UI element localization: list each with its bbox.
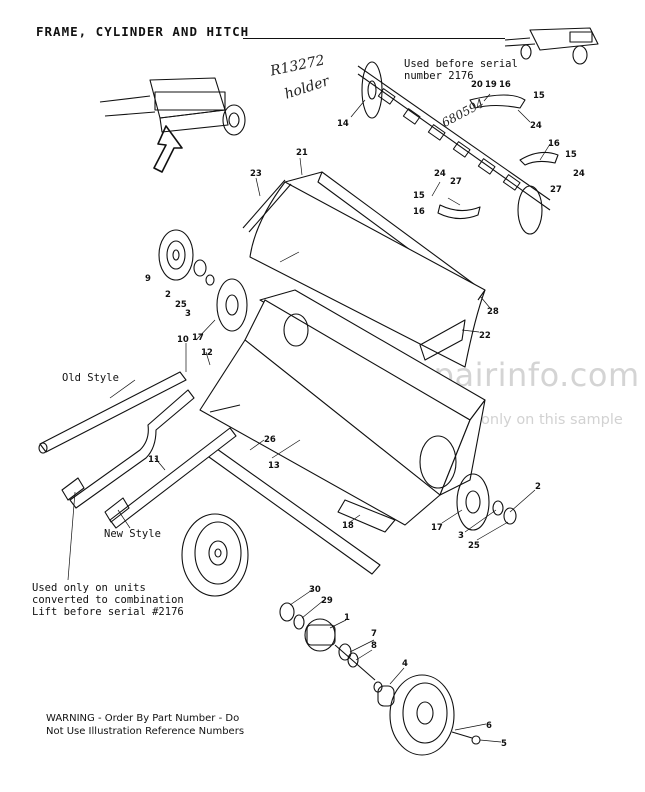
callout-16: 16: [413, 207, 425, 217]
callout-3: 3: [185, 309, 191, 319]
callout-27: 27: [550, 185, 562, 195]
note-used-only: Used only on units converted to combinat…: [32, 582, 184, 618]
cylinder-cover: [249, 171, 486, 368]
callout-5: 5: [501, 739, 507, 749]
scraper-plate: [337, 499, 396, 533]
callout-22: 22: [479, 331, 491, 341]
callout-21: 21: [296, 148, 308, 158]
callout-28: 28: [487, 307, 499, 317]
callout-3: 3: [458, 531, 464, 541]
callout-15: 15: [413, 191, 425, 201]
main-frame: [199, 289, 486, 526]
title-rule: [243, 38, 505, 39]
warning-line: Not Use Illustration Reference Numbers: [46, 726, 245, 737]
pointer-arrow: [153, 125, 183, 173]
callout-25: 25: [175, 300, 187, 310]
note-line: converted to combination: [32, 594, 184, 606]
callout-6: 6: [486, 721, 492, 731]
warning-note: WARNING - Order By Part Number - Do Not …: [46, 712, 244, 738]
callout-labels: 21 23 14 20 19 16 15 24 16 15 24 27 24 2…: [145, 80, 585, 749]
callout-27: 27: [450, 177, 462, 187]
callout-24: 24: [530, 121, 542, 131]
tine-shaft-assembly: [357, 61, 559, 235]
callout-7: 7: [371, 629, 377, 639]
note-line: Used only on units: [32, 582, 146, 594]
note-used-before-serial: Used before serial number 2176: [404, 58, 518, 82]
callout-10: 10: [177, 335, 189, 345]
page-title: FRAME, CYLINDER AND HITCH: [36, 24, 250, 39]
callout-4: 4: [402, 659, 408, 669]
callout-15: 15: [565, 150, 577, 160]
callout-16: 16: [499, 80, 511, 90]
note-line: number 2176: [404, 70, 474, 82]
label-new-style: New Style: [104, 528, 161, 540]
callout-15: 15: [533, 91, 545, 101]
callout-20: 20: [471, 80, 483, 90]
callout-29: 29: [321, 596, 333, 606]
note-line: Lift before serial #2176: [32, 606, 184, 618]
note-line: Used before serial: [404, 58, 518, 70]
hub-assembly: [279, 602, 395, 707]
callout-25: 25: [468, 541, 480, 551]
callout-19: 19: [485, 80, 497, 90]
callout-11: 11: [148, 455, 160, 465]
label-old-style: Old Style: [62, 372, 119, 384]
left-wheel: [181, 513, 249, 597]
left-pulley: [158, 229, 248, 332]
callout-30: 30: [309, 585, 321, 595]
leader-lines: [67, 93, 551, 743]
aerator-thumbnail-right: [504, 27, 599, 65]
callout-24: 24: [434, 169, 446, 179]
aerator-thumbnail-left: [99, 77, 246, 136]
hitch-new-style: [61, 389, 241, 529]
callout-26: 26: [264, 435, 276, 445]
callout-14: 14: [337, 119, 349, 129]
callout-2: 2: [165, 290, 171, 300]
right-wheel: [389, 674, 481, 756]
callout-12: 12: [201, 348, 213, 358]
hitch-old-style: [38, 371, 187, 454]
callout-17: 17: [431, 523, 443, 533]
cover-brace: [242, 179, 292, 233]
callout-8: 8: [371, 641, 377, 651]
callout-9: 9: [145, 274, 151, 284]
right-hub-parts: [456, 473, 517, 531]
callout-16: 16: [548, 139, 560, 149]
callout-18: 18: [342, 521, 354, 531]
warning-line: WARNING - Order By Part Number - Do: [46, 713, 240, 724]
callout-17: 17: [192, 333, 204, 343]
callout-2: 2: [535, 482, 541, 492]
callout-13: 13: [268, 461, 280, 471]
callout-24: 24: [573, 169, 585, 179]
callout-1: 1: [344, 613, 350, 623]
callout-23: 23: [250, 169, 262, 179]
